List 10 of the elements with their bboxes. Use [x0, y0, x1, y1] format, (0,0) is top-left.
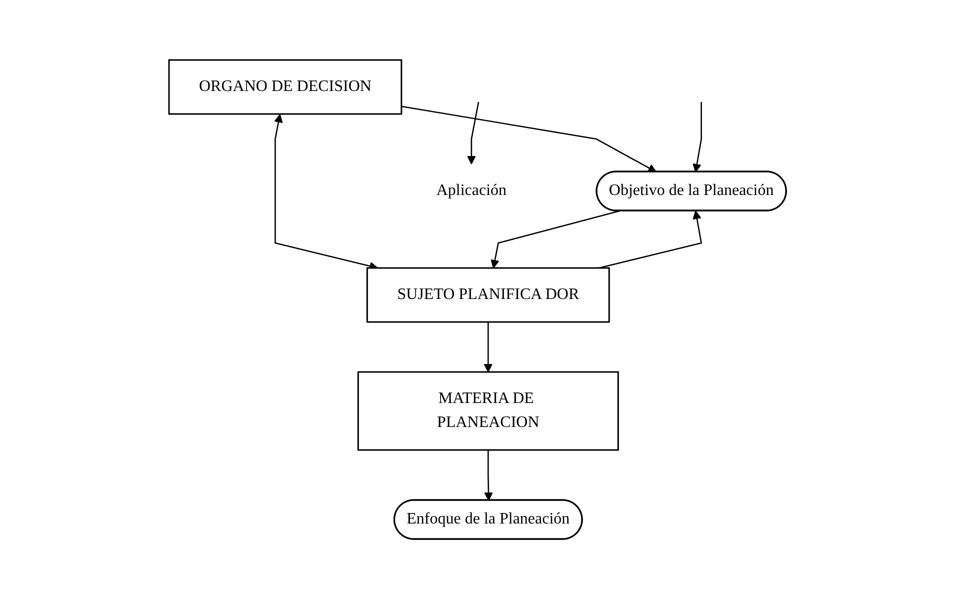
node-box: SUJETO PLANIFICA DOR	[366, 266, 610, 322]
node-text: Aplicación	[436, 181, 506, 198]
arrow	[484, 449, 493, 500]
arrow	[466, 101, 480, 164]
arrow	[692, 102, 702, 172]
arrow	[401, 105, 657, 172]
arrow	[484, 322, 492, 372]
arrow	[490, 210, 620, 268]
node-box: ORGANO DE DECISION	[168, 58, 402, 114]
node-box: MATERIA DE PLANEACION	[357, 370, 619, 450]
